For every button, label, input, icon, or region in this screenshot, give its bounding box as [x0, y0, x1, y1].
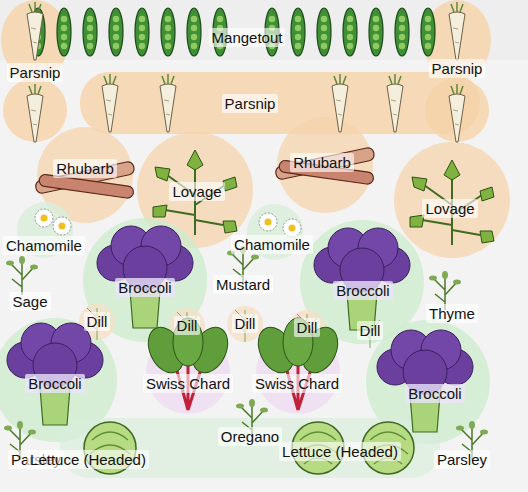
plant-label: Rhubarb	[53, 159, 117, 178]
plant-label: Parsnip	[429, 59, 486, 78]
plant-label: Lovage	[169, 182, 224, 201]
plant-label: Swiss Chard	[252, 374, 342, 393]
plant-label: Swiss Chard	[143, 374, 233, 393]
plant-label: Thyme	[426, 304, 478, 323]
plant-label: Dill	[232, 314, 259, 333]
plant-label: Dill	[174, 316, 201, 335]
plant-label: Sage	[9, 292, 50, 311]
plant-label: Broccoli	[25, 374, 84, 393]
broccoli-plants	[7, 226, 473, 432]
plant-label: Chamomile	[3, 236, 85, 255]
plant-label: Oregano	[218, 427, 282, 446]
plant-label: Dill	[357, 321, 384, 340]
plant-label: Dill	[84, 312, 111, 331]
plant-label: Parsnip	[7, 63, 64, 82]
lovage-plants	[153, 150, 494, 245]
plant-label: Chamomile	[231, 235, 313, 254]
plant-label: Broccoli	[333, 281, 392, 300]
plant-label: Lettuce (Headed)	[27, 450, 149, 469]
plant-label: Parsnip	[222, 94, 279, 113]
plant-label: Rhubarb	[290, 153, 354, 172]
mangetout-row	[31, 8, 435, 56]
plant-label: Broccoli	[115, 278, 174, 297]
plant-label: Lettuce (Headed)	[279, 442, 401, 461]
parsnip-plants	[27, 2, 465, 142]
plant-label: Broccoli	[405, 384, 464, 403]
plant-label: Mustard	[213, 275, 273, 294]
plant-label: Dill	[294, 318, 321, 337]
plant-label: Mangetout	[209, 28, 286, 47]
plant-label: Parsley	[434, 450, 490, 469]
plant-label: Lovage	[422, 199, 477, 218]
herb-plants	[4, 246, 488, 460]
